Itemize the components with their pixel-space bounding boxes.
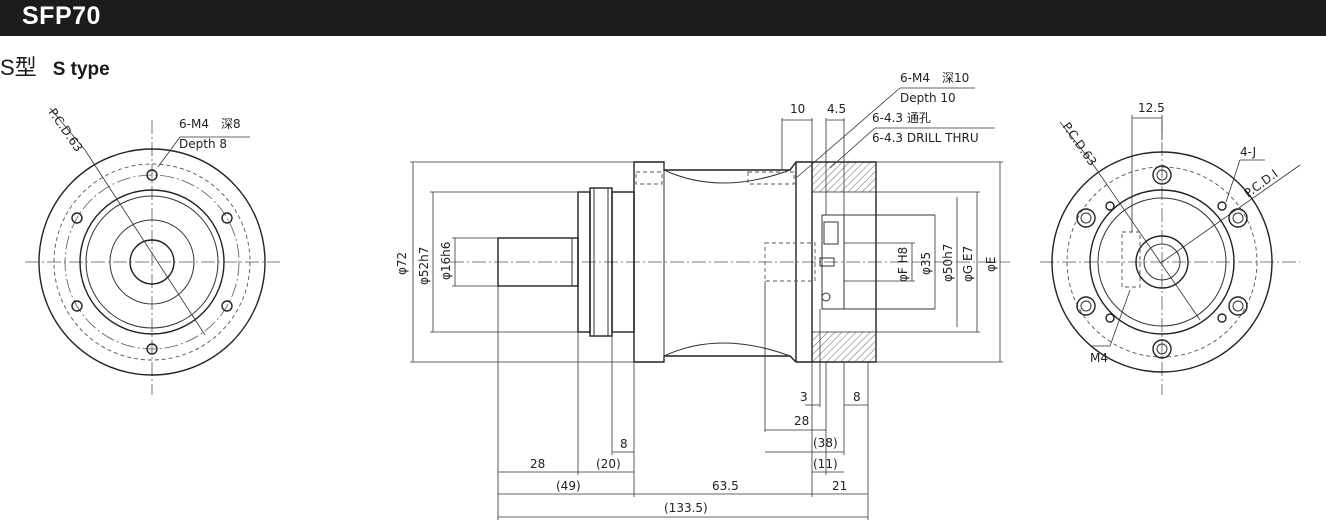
front-shaft — [129, 239, 175, 285]
side-tap-en: Depth 10 — [900, 91, 956, 105]
rear-holes-label: 4-J — [1240, 145, 1256, 159]
front-tap-note: 6-M4 深8 — [179, 117, 241, 131]
rear-view: 12.5 P.C.D.63 4-J P.C.D.I M4 — [1040, 101, 1301, 395]
side-drill-en: 6-4.3 DRILL THRU — [872, 131, 979, 145]
front-pcd-label: P.C.D.63 — [46, 106, 86, 155]
front-view: P.C.D.63 6-M4 深8 Depth 8 — [25, 106, 280, 395]
front-tapped-holes — [71, 169, 233, 355]
side-tap-jp: 6-M4 深10 — [900, 71, 969, 85]
rear-input-bore — [1135, 235, 1189, 289]
dim-diaF: φF H8 — [896, 247, 910, 282]
dim-3: 3 — [800, 390, 808, 404]
dim-8-right: 8 — [853, 390, 861, 404]
rear-m4-label: M4 — [1090, 351, 1108, 365]
side-drill-jp: 6-4.3 通孔 — [872, 111, 931, 125]
side-view: φ72 φ52h7 φ16h6 φF H8 φ35 φ50h7 φG E7 φE… — [395, 71, 1010, 520]
dim-8-left: 8 — [620, 437, 628, 451]
rear-outer-flange — [1051, 151, 1273, 373]
type-label-jp: S型 — [0, 55, 37, 80]
dim-11: (11) — [813, 457, 838, 471]
dim-dia35: φ35 — [919, 252, 933, 275]
dim-28-left: 28 — [530, 457, 545, 471]
front-outer-flange — [38, 148, 266, 376]
dim-diaG: φG E7 — [961, 246, 975, 282]
dim-dia72: φ72 — [395, 252, 409, 275]
dim-133-5: (133.5) — [664, 501, 708, 515]
dim-4-5: 4.5 — [827, 102, 846, 116]
front-pcd-circle — [64, 174, 240, 350]
model-title: SFP70 — [22, 2, 101, 30]
dim-49: (49) — [556, 479, 581, 493]
dim-63-5: 63.5 — [712, 479, 739, 493]
dim-28-right: 28 — [794, 414, 809, 428]
rear-pcd-label: P.C.D.63 — [1060, 120, 1100, 169]
dim-dia50: φ50h7 — [941, 244, 955, 282]
dim-diaE: φE — [984, 257, 998, 273]
title-bar: SFP70 — [0, 0, 1326, 36]
dim-dia52: φ52h7 — [417, 247, 431, 285]
dim-38: (38) — [813, 436, 838, 450]
rear-pcdi-label: P.C.D.I — [1242, 167, 1281, 201]
dim-dia16: φ16h6 — [439, 242, 453, 280]
dim-10: 10 — [790, 102, 805, 116]
rear-dim-12-5: 12.5 — [1138, 101, 1165, 115]
front-depth-note: Depth 8 — [179, 137, 227, 151]
type-heading: S型 S type — [0, 50, 110, 82]
type-label-en: S type — [52, 59, 110, 80]
dim-21: 21 — [832, 479, 847, 493]
rear-counterbored-holes — [1076, 165, 1248, 359]
dim-20: (20) — [596, 457, 621, 471]
